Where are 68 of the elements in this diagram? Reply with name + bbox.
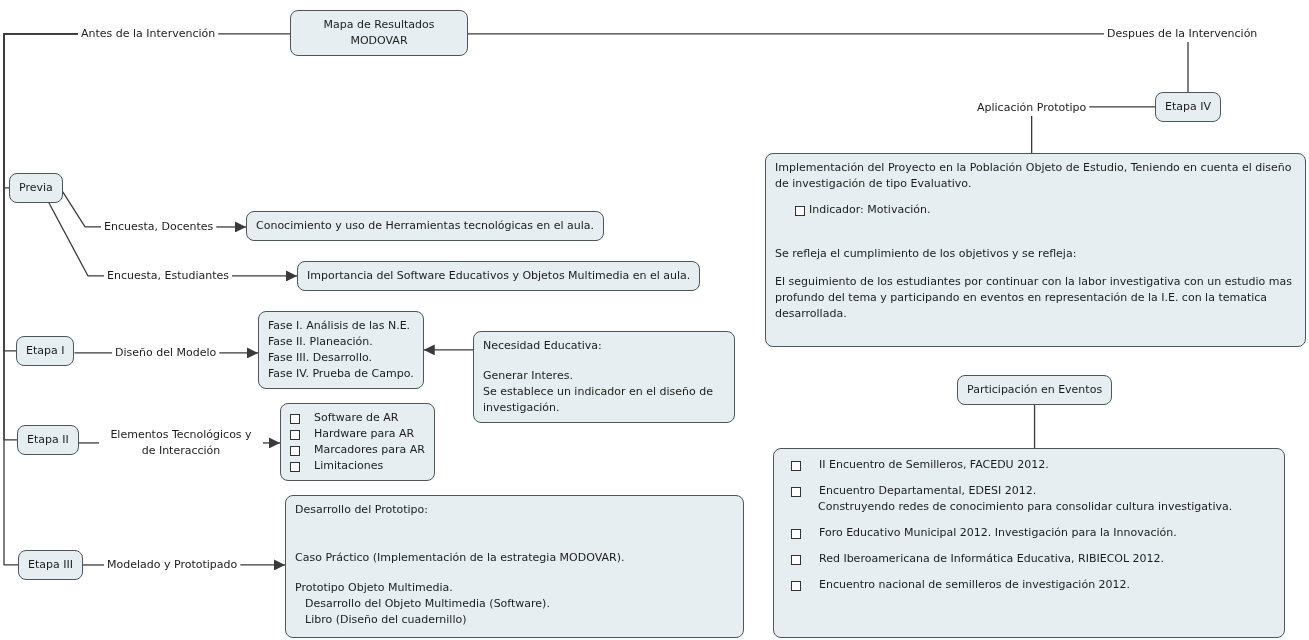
box-text: Etapa I [26,343,65,359]
connector-line [78,442,100,444]
arrow [423,344,474,356]
box-text: Etapa II [27,432,69,448]
connector-line [1031,115,1033,154]
box-text: Marcadores para AR [314,441,425,458]
box-text: Encuentro Departamental, EDESI 2012. [819,482,1037,499]
concept-box [773,448,1285,638]
concept-box [957,375,1113,405]
box-text: Necesidad Educativa: [483,338,602,354]
concept-box [18,550,83,580]
box-text: Fase I. Análisis de las N.E. [268,318,411,334]
box-text: II Encuentro de Semilleros, FACEDU 2012. [819,457,1049,473]
connector-line [1187,41,1189,93]
connector-line [217,33,291,35]
concept-box [246,211,605,241]
box-text: Etapa IV [1165,99,1211,115]
box-text: Libro (Diseño del cuadernillo) [305,611,467,628]
concept-box [765,153,1306,347]
arrow [215,221,247,233]
box-text: Indicador: Motivación. [809,201,931,218]
connector-line [48,202,105,277]
box-text: El seguimiento de los estudiantes por continuar con la labor investigativa con un estudio mas profundo del tema y participando en eventos en representación de la I.E. con la tematica desarrollada. [775,273,1293,322]
box-text: Construyendo redes de conocimiento para consolidar cultura investigativa. [818,498,1233,515]
box-text: Previa [19,180,53,196]
concept-box [473,331,735,423]
box-text: Fase IV. Prueba de Campo. [268,365,414,382]
box-text: Desarrollo del Prototipo: [295,502,428,518]
arrow [218,347,259,359]
connector-line [73,352,113,354]
box-text: Fase II. Planeación. [268,333,373,350]
concept-box [290,10,468,56]
box-text: Importancia del Software Educativos y Objetos Multimedia en el aula. [307,268,691,284]
concept-box [258,311,424,389]
arrow [262,437,281,449]
concept-box [1155,92,1221,122]
box-text: Conocimiento y uso de Herramientas tecnológicas en el aula. [256,218,595,234]
connector-line [3,33,79,566]
box-text: Foro Educativo Municipal 2012. Investigación para la Innovación. [819,524,1177,541]
concept-box [280,403,435,481]
connector-line [467,33,1105,35]
concept-box [285,495,744,638]
box-text: Participación en Eventos [967,382,1103,398]
connector-line [82,564,105,566]
concept-box [16,336,75,366]
concept-box [17,425,79,455]
box-text: Se refleja el cumplimiento de los objetivos y se refleja: [775,245,1077,262]
box-text: Encuentro nacional de semilleros de investigación 2012. [819,576,1131,593]
concept-box [297,261,701,291]
connector-line [1088,106,1156,108]
box-text: Red Iberoamericana de Informática Educativa, RIBIECOL 2012. [819,550,1165,567]
box-text: Prototipo Objeto Multimedia. [295,579,453,596]
box-text: Implementación del Proyecto en la Población Objeto de Estudio, Teniendo en cuenta el diseño de investigación de tipo Evaluativo. [775,160,1293,192]
box-text: Fase III. Desarrollo. [268,349,372,366]
concept-box [9,173,63,203]
box-text: Etapa III [28,557,73,573]
box-text: Desarrollo del Objeto Multimedia (Software). [305,595,550,612]
connector-line [1033,404,1036,449]
arrow [231,270,298,282]
box-text: Hardware para AR [314,425,415,442]
box-text: Se establece un indicador en el diseño de investigación. [483,383,714,416]
box-text: Limitaciones [314,457,384,474]
box-text: Caso Práctico (Implementación de la estrategia MODOVAR). [295,549,625,566]
box-text: Mapa de Resultados MODOVAR [322,17,436,49]
connector-line [62,191,102,228]
box-text: Generar Interes. [483,367,573,384]
arrow [239,559,286,571]
box-text: Software de AR [314,410,399,426]
